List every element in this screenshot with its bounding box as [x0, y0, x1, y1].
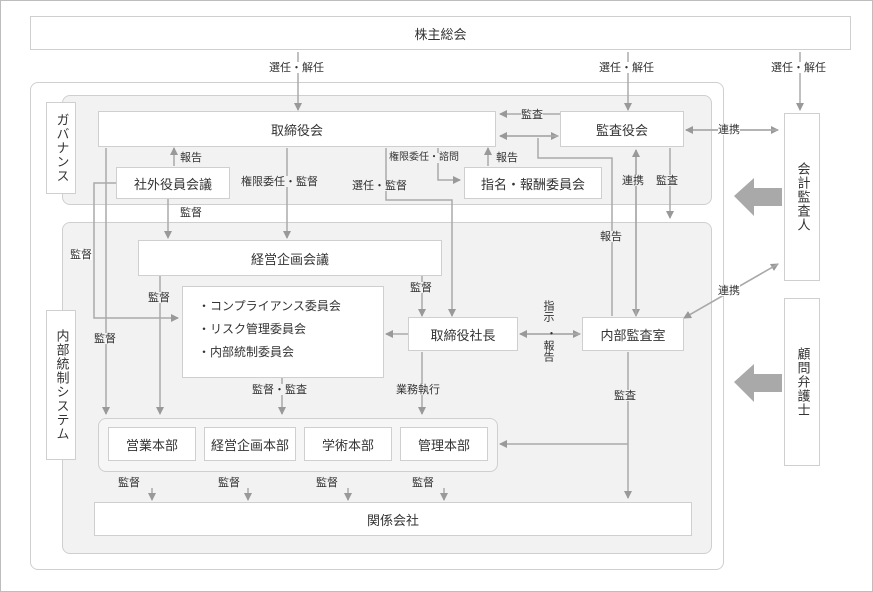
academic-division-box: 学術本部 [304, 427, 392, 461]
label-supervise-left: 監督 [70, 248, 92, 261]
nomination-box: 指名・報酬委員会 [464, 167, 602, 199]
shareholders-box: 株主総会 [30, 16, 851, 50]
label-cooperate-internal: 連携 [622, 174, 644, 187]
label-cooperate-internal-auditor: 連携 [718, 284, 740, 297]
committees-box [182, 286, 384, 378]
legal-counsel-box: 顧問弁護士 [784, 298, 820, 466]
label-elect-supervise: 選任・監督 [352, 179, 407, 192]
label-sv-academic: 監督 [316, 476, 338, 489]
label-elect-audit: 選任・解任 [598, 61, 655, 74]
admin-division-box: 管理本部 [400, 427, 488, 461]
label-dot: ・ [546, 327, 557, 340]
committee-compliance: ・コンプライアンス委員会 [198, 299, 341, 313]
label-report-internal: 報告 [600, 230, 622, 243]
internal-control-label: 内部統制システム [46, 310, 76, 460]
accounting-auditor-box: 会計監査人 [784, 113, 820, 281]
committee-risk: ・リスク管理委員会 [198, 322, 307, 336]
label-supervise-left2: 監督 [148, 291, 170, 304]
label-delegate-supervise: 権限委任・監督 [241, 175, 318, 188]
label-supervise-outside: 監督 [180, 206, 202, 219]
label-cooperate-auditor: 連携 [718, 123, 740, 136]
label-supervise-left3: 監督 [94, 332, 116, 345]
sales-division-box: 営業本部 [108, 427, 196, 461]
affiliates-box: 関係会社 [94, 502, 692, 536]
label-audit-right: 監査 [656, 174, 678, 187]
committees-list: ・コンプライアンス委員会 ・リスク管理委員会 ・内部統制委員会 [198, 295, 341, 364]
label-elect-auditor: 選任・解任 [770, 61, 827, 74]
label-report-nom: 報告 [496, 151, 518, 164]
board-box: 取締役会 [98, 111, 496, 147]
label-elect-board: 選任・解任 [268, 61, 325, 74]
outer-region [30, 82, 724, 570]
governance-label: ガバナンス [46, 102, 76, 194]
label-instruct: 指示 [542, 300, 555, 322]
president-box: 取締役社長 [408, 317, 518, 351]
label-business-exec: 業務執行 [396, 383, 440, 396]
committee-internal-control: ・内部統制委員会 [198, 345, 295, 359]
management-planning-box: 経営企画会議 [138, 240, 442, 276]
label-report-vert: 報告 [542, 340, 555, 362]
label-supervise-plan: 監督 [410, 281, 432, 294]
label-sv-sales: 監督 [118, 476, 140, 489]
label-sv-admin: 監督 [412, 476, 434, 489]
internal-audit-box: 内部監査室 [582, 317, 684, 351]
label-report-outside: 報告 [180, 151, 202, 164]
label-sv-planning: 監督 [218, 476, 240, 489]
audit-board-box: 監査役会 [560, 111, 684, 147]
planning-division-box: 経営企画本部 [204, 427, 296, 461]
label-delegate-consult: 権限委任・諮問 [389, 152, 459, 163]
label-supervise-audit: 監督・監査 [252, 383, 307, 396]
label-audit-lower: 監査 [614, 389, 636, 402]
label-audit-top: 監査 [521, 108, 543, 121]
outside-officers-box: 社外役員会議 [116, 167, 230, 199]
